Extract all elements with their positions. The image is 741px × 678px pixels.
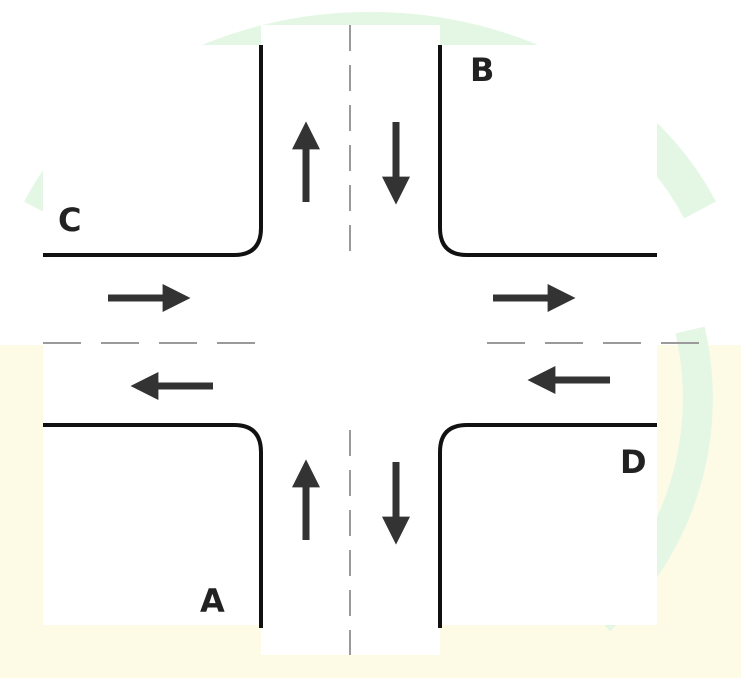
corner-labels: B C D A bbox=[58, 51, 647, 620]
block-bottom-right bbox=[440, 425, 657, 625]
road-edges bbox=[43, 45, 657, 628]
lane-dividers bbox=[43, 25, 715, 655]
block-bottom-left bbox=[43, 425, 261, 625]
edge-bottom-left bbox=[43, 423, 263, 628]
block-top-left bbox=[43, 45, 261, 255]
label-b: B bbox=[470, 51, 494, 89]
label-a: A bbox=[200, 582, 225, 620]
block-top-right bbox=[440, 45, 657, 255]
edge-bottom-right bbox=[438, 423, 657, 628]
edge-top-left bbox=[43, 45, 263, 257]
road-horizontal bbox=[43, 255, 657, 425]
traffic-arrows bbox=[108, 121, 610, 545]
label-d: D bbox=[620, 443, 647, 481]
blocks bbox=[43, 45, 657, 625]
label-c: C bbox=[58, 201, 81, 239]
edge-top-right bbox=[438, 45, 657, 257]
